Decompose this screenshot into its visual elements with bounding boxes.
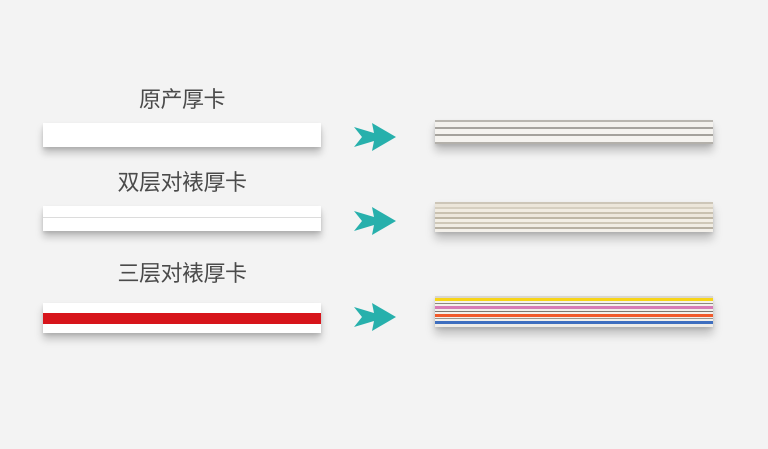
material-layer xyxy=(435,304,713,306)
material-layer xyxy=(435,134,713,136)
material-layer xyxy=(435,319,713,321)
material-layer xyxy=(435,229,713,232)
material-layer xyxy=(435,204,713,207)
photo-double-layer-card-cross-section xyxy=(435,202,713,232)
material-layer xyxy=(435,227,713,229)
material-layer xyxy=(435,309,713,311)
left-bar-original-card xyxy=(43,123,321,147)
material-layer xyxy=(435,222,713,224)
left-bar-triple-layer-card xyxy=(43,303,321,333)
material-layer xyxy=(435,120,713,122)
red-core-layer xyxy=(43,313,321,324)
material-layer xyxy=(435,306,713,309)
double-chevron-arrow-icon xyxy=(354,123,396,151)
material-layer xyxy=(435,301,713,303)
material-layer xyxy=(435,207,713,209)
double-chevron-arrow-icon xyxy=(354,303,396,331)
material-layer xyxy=(435,224,713,227)
material-layer xyxy=(435,214,713,217)
material-layer xyxy=(435,219,713,222)
material-layer xyxy=(435,321,713,324)
double-chevron-arrow-icon xyxy=(354,207,396,235)
material-layer xyxy=(435,129,713,134)
material-layer xyxy=(435,303,713,304)
material-layer xyxy=(435,324,713,327)
material-layer xyxy=(435,314,713,317)
label-original-card: 原产厚卡 xyxy=(138,88,226,113)
material-layer xyxy=(435,311,713,312)
photo-original-card-cross-section xyxy=(435,120,713,144)
label-triple-layer-card: 三层对裱厚卡 xyxy=(117,262,247,287)
lamination-seam xyxy=(43,217,321,218)
material-layer xyxy=(435,318,713,319)
material-layer xyxy=(435,127,713,129)
material-layer xyxy=(435,317,713,318)
material-layer xyxy=(435,212,713,214)
material-layer xyxy=(435,217,713,219)
photo-triple-layer-card-cross-section xyxy=(435,296,713,327)
material-layer xyxy=(435,136,713,142)
left-bar-double-layer-card xyxy=(43,206,321,231)
material-layer xyxy=(435,312,713,314)
material-layer xyxy=(435,209,713,212)
material-layer xyxy=(435,202,713,204)
material-layer xyxy=(435,122,713,127)
material-layer xyxy=(435,142,713,144)
material-layer xyxy=(435,296,713,298)
material-layer xyxy=(435,298,713,301)
label-double-layer-card: 双层对裱厚卡 xyxy=(117,171,247,196)
